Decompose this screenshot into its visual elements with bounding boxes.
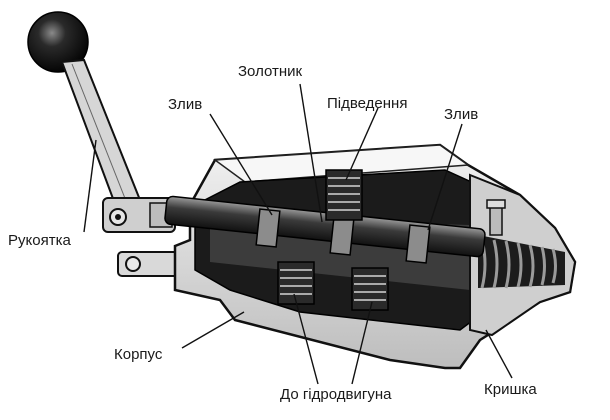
label-body: Корпус [114,346,163,363]
leader-lines [83,83,513,385]
leader-cover [485,329,513,379]
label-supply: Підведення [327,95,408,112]
supply-port [325,169,363,221]
label-to-actuator: До гідродвигуна [280,386,392,403]
actuator-port-right [351,267,389,311]
label-drain-right: Злив [444,106,479,123]
leader-body [181,311,245,349]
leader-drain-right [427,123,463,231]
leader-actuator-left [293,293,319,385]
leader-supply [345,107,379,181]
handle-lever [60,58,144,214]
leader-spool [299,83,323,223]
actuator-port-left [277,261,315,305]
label-cover: Кришка [484,381,537,398]
leader-actuator-right [351,301,373,385]
label-spool: Золотник [238,63,303,80]
label-drain-left: Злив [168,96,203,113]
label-handle: Рукоятка [8,232,71,249]
handle-ball [27,11,89,73]
leader-drain-left [209,113,273,216]
leader-handle [83,139,97,233]
